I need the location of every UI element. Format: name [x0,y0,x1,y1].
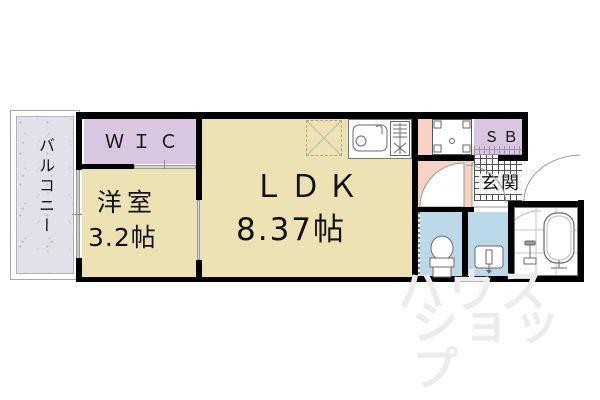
kitchen-sink-icon [352,124,388,152]
wall-right-of-sb [522,119,528,155]
wet-zone-dotted-edge [418,212,420,276]
exterior-wall-bottom [76,276,584,282]
gas-cooktop-burner-icon [393,123,407,154]
partition-wall-ldk-hall [412,119,418,207]
ldk-size: 8.37帖 [236,212,347,248]
washing-machine-pan [432,119,472,155]
western-room-label: 洋室 [97,188,158,217]
wall-under-washer [418,155,474,161]
western-room [82,169,202,277]
hallway-door-left-swing-icon [419,162,465,208]
refrigerator-space-cross-icon [306,120,342,156]
shoe-box-hatch [474,146,526,155]
wall-washroom-bath [508,207,514,277]
shower-icon [523,240,537,265]
watermark-line-2: ショップ [412,296,565,396]
wic-wall-bottom [82,164,134,170]
balcony-area [16,116,74,274]
wall-toilet-washroom [462,207,468,277]
entrance-door-swing-icon [523,154,581,202]
wic-label: ＷＩＣ [105,131,187,153]
entrance-inner-door-swing-icon [465,164,507,204]
western-room-door-leaf [197,200,200,260]
balcony-door-center-mark [72,214,88,215]
wic-door-center-mark [164,160,165,176]
western-room-size: 3.2帖 [88,223,157,252]
exterior-wall-top [76,112,528,119]
washing-machine-pan-icon [433,120,471,153]
shoe-box-label: ＳＢ [484,128,523,146]
exterior-wall-left-lower [76,258,82,282]
bathroom-corner-detail [514,210,542,221]
exterior-wall-left [76,118,82,170]
wash-basin-icon [474,245,504,274]
hallway-upper-stub [418,119,432,152]
watermark-line-1: ハウス [398,264,551,318]
walk-in-closet [84,119,196,164]
balcony-label: バルコニー [36,137,55,237]
wall-above-entrance [498,155,528,161]
ldk-label: ＬＤＫ [253,169,364,205]
exterior-wall-right [578,200,584,282]
partition-wall-ldk-lower [412,207,418,277]
refrigerator-space [306,120,342,156]
wic-wall-right [196,119,202,169]
balcony-sliding-door [76,168,80,263]
wic-sliding-door [134,165,196,169]
bathtub-icon [543,212,575,269]
toilet-icon [429,235,455,278]
entrance-landing [522,161,578,201]
wall-above-toilet [418,207,474,212]
wall-above-bathroom [508,201,584,207]
